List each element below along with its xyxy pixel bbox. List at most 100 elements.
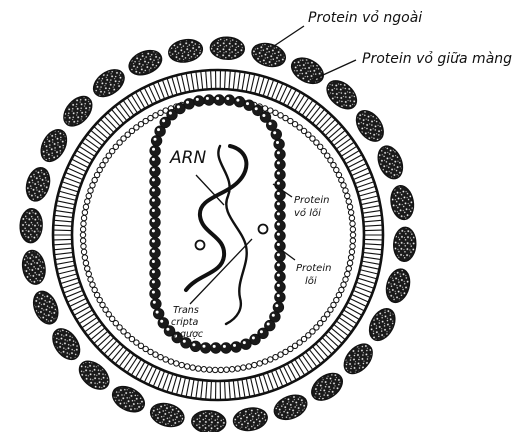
- core-bead-highlight: [272, 314, 275, 317]
- membrane-spoke: [361, 270, 378, 274]
- core-bead-highlight: [262, 114, 265, 117]
- matrix-bead: [341, 183, 346, 188]
- core-bead-highlight: [277, 223, 280, 226]
- core-bead-highlight: [255, 107, 258, 110]
- core-bead: [221, 343, 232, 354]
- membrane-spoke: [54, 230, 71, 231]
- membrane-spoke: [259, 376, 264, 392]
- membrane-spoke: [163, 373, 169, 389]
- membrane-spoke: [255, 377, 259, 393]
- core-bead-highlight: [277, 253, 280, 256]
- membrane-spoke: [116, 107, 127, 120]
- core-bead-highlight: [162, 119, 165, 122]
- membrane-spoke: [310, 107, 321, 120]
- membrane-spoke: [132, 360, 141, 374]
- matrix-bead: [153, 113, 158, 118]
- core-bead-highlight: [277, 192, 280, 195]
- matrix-bead: [90, 282, 95, 287]
- envelope-glycoprotein: [351, 106, 389, 146]
- core-bead-highlight: [277, 263, 280, 266]
- membrane-spoke: [58, 201, 75, 205]
- membrane-spoke: [363, 211, 380, 214]
- membrane-spoke: [363, 261, 380, 264]
- core-bead-highlight: [269, 122, 272, 125]
- membrane-spoke: [128, 358, 137, 372]
- matrix-bead: [273, 354, 278, 359]
- matrix-bead: [82, 255, 87, 260]
- core-bead: [214, 95, 225, 106]
- core-bead-highlight: [154, 138, 157, 141]
- matrix-bead: [81, 244, 86, 249]
- reverse-transcriptase-dot-2: [259, 225, 268, 234]
- membrane-spoke: [238, 72, 240, 89]
- leader-outer-protein: [274, 26, 304, 46]
- membrane-spoke: [259, 78, 264, 94]
- core-bead: [150, 217, 161, 228]
- membrane-spoke: [186, 74, 189, 91]
- core-bead-highlight: [157, 128, 160, 131]
- core-bead-highlight: [277, 212, 280, 215]
- matrix-bead: [184, 364, 189, 369]
- core-bead-highlight: [160, 320, 163, 323]
- core-bead-highlight: [152, 158, 155, 161]
- core-bead: [150, 156, 161, 167]
- membrane-spoke: [364, 220, 381, 222]
- core-bead: [150, 166, 161, 177]
- membrane-spoke: [59, 270, 76, 274]
- core-bead-highlight: [152, 291, 155, 294]
- core-bead: [150, 227, 161, 238]
- core-bead-highlight: [252, 336, 255, 339]
- membrane-spoke: [64, 287, 80, 293]
- matrix-protein-ring: [80, 97, 355, 372]
- core-bead: [275, 292, 286, 303]
- core-bead-highlight: [192, 343, 195, 346]
- core-bead: [273, 302, 284, 313]
- core-bead: [275, 251, 286, 262]
- label-reverse-transcriptase-line-2: cripta: [171, 317, 199, 328]
- core-bead-highlight: [156, 311, 159, 314]
- core-bead: [275, 261, 286, 272]
- matrix-bead: [81, 215, 86, 220]
- matrix-bead: [80, 227, 85, 232]
- matrix-bead: [262, 359, 267, 364]
- matrix-bead: [349, 249, 354, 254]
- membrane-spoke: [206, 71, 207, 88]
- membrane-spoke: [88, 135, 101, 145]
- matrix-bead: [86, 271, 91, 276]
- matrix-bead: [334, 167, 339, 172]
- label-reverse-transcriptase-line-3: ngược: [174, 329, 204, 340]
- core-bead: [275, 210, 286, 221]
- membrane-spoke: [55, 248, 72, 250]
- membrane-spoke: [360, 191, 376, 196]
- core-bead-highlight: [277, 161, 280, 164]
- membrane-spoke: [334, 135, 347, 145]
- core-bead-highlight: [152, 240, 155, 243]
- matrix-bead: [224, 367, 229, 372]
- label-reverse-transcriptase-line-1: Trans: [173, 305, 199, 316]
- core-bead-highlight: [233, 344, 236, 347]
- core-bead-highlight: [260, 330, 263, 333]
- core-bead-highlight: [152, 209, 155, 212]
- membrane-spoke: [211, 71, 212, 88]
- envelope-glycoprotein: [58, 91, 97, 131]
- core-bead: [275, 169, 286, 180]
- membrane-spoke: [55, 253, 72, 255]
- membrane-spoke: [364, 215, 381, 217]
- membrane-spoke: [186, 379, 189, 396]
- envelope-glycoprotein: [89, 64, 129, 102]
- matrix-bead: [345, 193, 350, 198]
- membrane-spoke: [358, 187, 374, 192]
- matrix-bead: [196, 366, 201, 371]
- membrane-inner-line: [72, 89, 364, 381]
- membrane-spoke: [363, 257, 380, 260]
- core-bead: [150, 176, 161, 187]
- membrane-spoke: [255, 76, 259, 92]
- membrane-spoke: [172, 376, 177, 392]
- membrane-spoke: [313, 110, 324, 123]
- envelope-glycoprotein: [393, 227, 417, 262]
- matrix-bead: [336, 172, 341, 177]
- membrane-spoke: [167, 79, 172, 95]
- matrix-bead: [90, 183, 95, 188]
